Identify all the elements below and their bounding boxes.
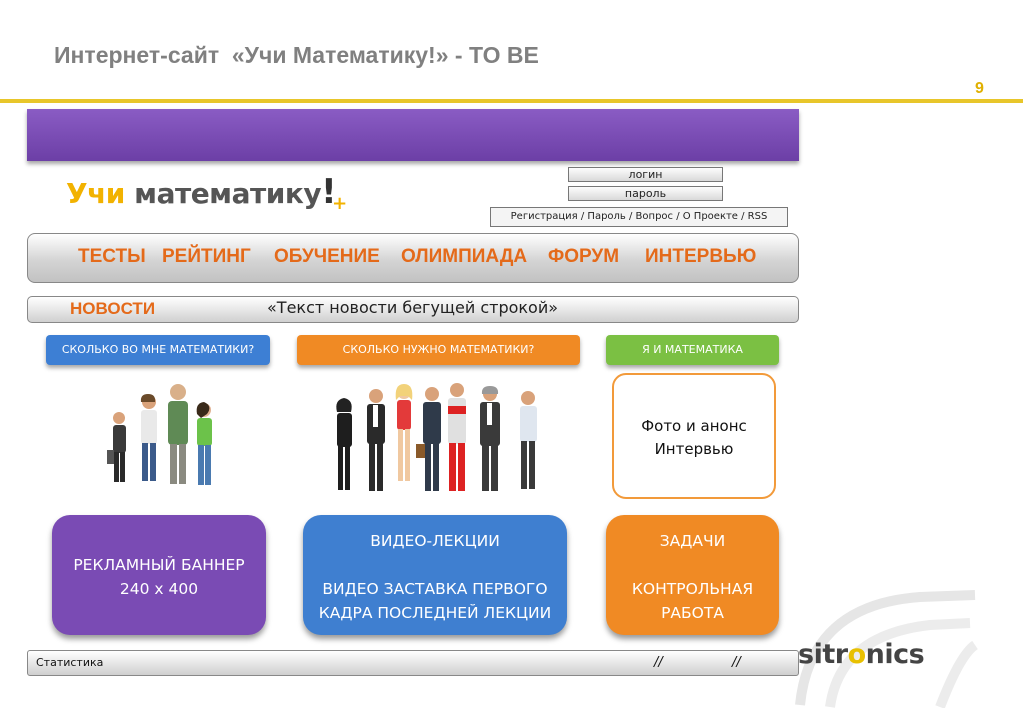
login-field[interactable]: логин <box>568 167 723 182</box>
video-lectures-banner[interactable]: ВИДЕО-ЛЕКЦИИ ВИДЕО ЗАСТАВКА ПЕРВОГО КАДР… <box>303 515 567 635</box>
ad-banner[interactable]: РЕКЛАМНЫЙ БАННЕР 240 x 400 <box>52 515 266 635</box>
interview-line-2: Интервью <box>654 440 734 458</box>
main-nav <box>27 233 799 283</box>
ad-bar[interactable] <box>27 109 799 161</box>
interview-line-1: Фото и анонс <box>641 417 747 435</box>
page-number: 9 <box>975 80 984 97</box>
how-much-math-needed-button[interactable]: СКОЛЬКО НУЖНО МАТЕМАТИКИ? <box>297 335 580 365</box>
tasks-title: ЗАДАЧИ <box>659 532 726 550</box>
nav-rating[interactable]: РЕЙТИНГ <box>162 246 251 267</box>
header-divider <box>0 99 1023 103</box>
brand-logo: sitronics <box>798 639 925 670</box>
brand-accent: o <box>847 639 867 670</box>
nav-learning[interactable]: ОБУЧЕНИЕ <box>274 246 380 267</box>
nav-tests[interactable]: ТЕСТЫ <box>78 246 146 267</box>
tasks-banner[interactable]: ЗАДАЧИ КОНТРОЛЬНАЯ РАБОТА <box>606 515 779 635</box>
news-ticker[interactable]: «Текст новости бегущей строкой» <box>267 298 559 317</box>
ad-banner-title: РЕКЛАМНЫЙ БАННЕР <box>73 556 245 574</box>
slide-title: Интернет-сайт «Учи Математику!» - TO BE <box>54 42 539 68</box>
stats-label[interactable]: Статистика <box>36 656 104 669</box>
logo-part-2: математику <box>124 177 322 210</box>
professionals-illustration <box>336 383 537 491</box>
site-logo[interactable]: Учи математику!+ <box>66 172 351 214</box>
ad-slot-1[interactable]: РЕКЛАМА <box>141 17 220 36</box>
news-bar <box>27 296 799 323</box>
ad-slot-3[interactable]: РЕКЛАМА <box>604 17 683 36</box>
tasks-desc-2: РАБОТА <box>661 604 724 622</box>
video-lectures-desc-1: ВИДЕО ЗАСТАВКА ПЕРВОГО <box>322 580 548 598</box>
logo-part-1: Учи <box>66 177 125 210</box>
me-and-math-button[interactable]: Я И МАТЕМАТИКА <box>606 335 779 365</box>
stats-separator-1: // <box>654 655 663 670</box>
brand-part-2: nics <box>865 639 925 670</box>
students-illustration <box>107 384 212 485</box>
ad-banner-size: 240 x 400 <box>119 580 199 598</box>
account-links[interactable]: Регистрация / Пароль / Вопрос / О Проект… <box>490 207 788 227</box>
brand-part-1: sitr <box>798 639 848 670</box>
nav-interview[interactable]: ИНТЕРВЬЮ <box>645 246 757 267</box>
brand-watermark-icon <box>795 590 979 708</box>
video-lectures-desc-2: КАДРА ПОСЛЕДНЕЙ ЛЕКЦИИ <box>318 604 552 622</box>
nav-olympiad[interactable]: ОЛИМПИАДА <box>401 246 528 267</box>
ad-slot-2[interactable]: РЕКЛАМА <box>373 17 452 36</box>
tasks-desc-1: КОНТРОЛЬНАЯ <box>631 580 754 598</box>
interview-preview[interactable]: Фото и анонс Интервью <box>612 373 776 499</box>
news-label[interactable]: НОВОСТИ <box>70 299 156 318</box>
password-field[interactable]: пароль <box>568 186 723 201</box>
video-lectures-title: ВИДЕО-ЛЕКЦИИ <box>370 532 500 550</box>
stats-bar <box>27 650 799 676</box>
how-much-math-in-me-button[interactable]: СКОЛЬКО ВО МНЕ МАТЕМАТИКИ? <box>46 335 270 365</box>
logo-exclamation: ! <box>321 172 337 212</box>
stats-separator-2: // <box>732 655 741 670</box>
logo-plus-icon: + <box>332 193 347 214</box>
nav-forum[interactable]: ФОРУМ <box>548 246 620 267</box>
